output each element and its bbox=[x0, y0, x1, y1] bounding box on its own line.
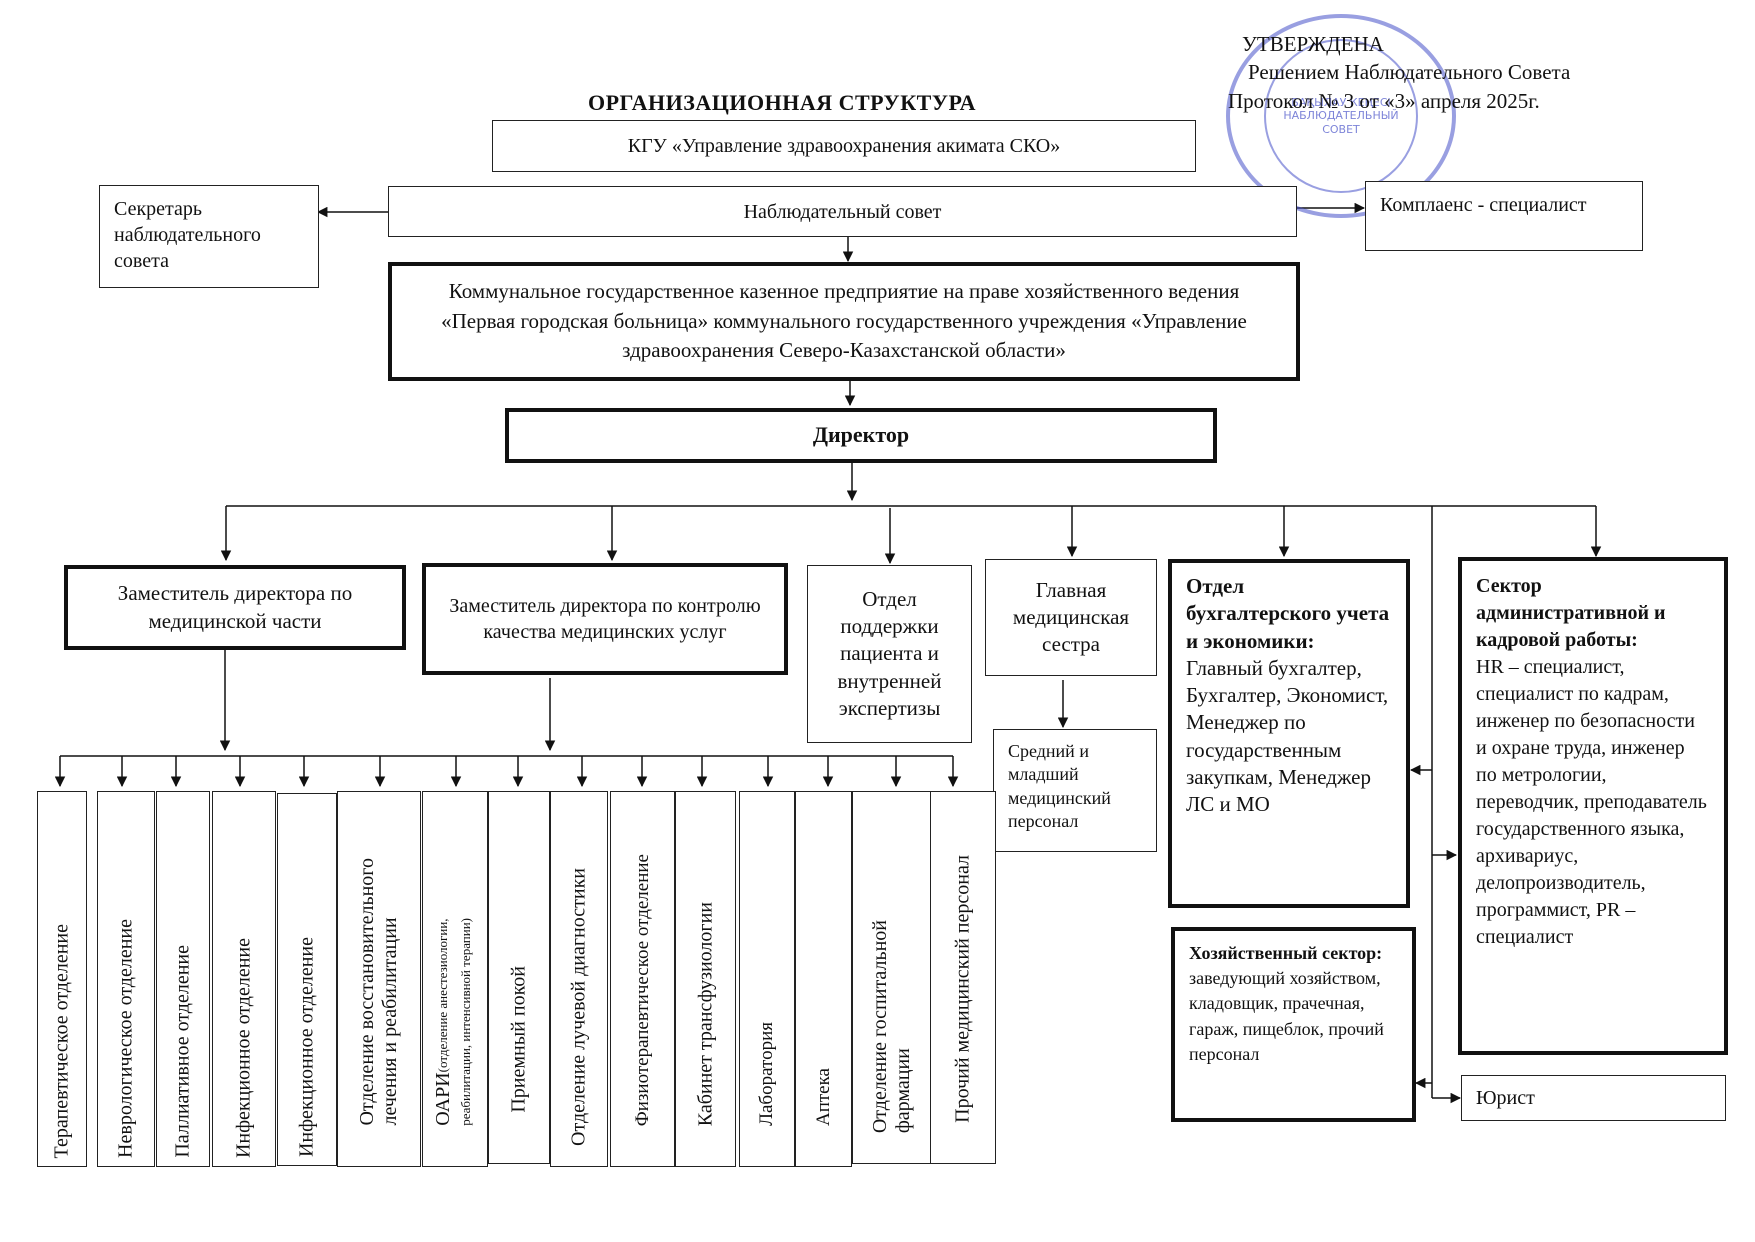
deputy-quality-box: Заместитель директора по контролю качест… bbox=[422, 563, 788, 675]
dept-other-medical: Прочий медицинский персонал bbox=[930, 791, 996, 1164]
dept-label: Терапевтическое отделение bbox=[50, 923, 73, 1158]
dept-transfusiology: Кабинет трансфузиологии bbox=[675, 791, 736, 1167]
dept-label-line-1: Отделение госпитальной bbox=[868, 919, 891, 1133]
accounting-body: Главный бухгалтер, Бухгалтер, Экономист,… bbox=[1186, 655, 1389, 817]
dept-label: Лаборатория bbox=[756, 1022, 778, 1126]
kgu-box: КГУ «Управление здравоохранения акимата … bbox=[492, 120, 1196, 172]
dept-palliative: Паллиативное отделение bbox=[156, 791, 210, 1167]
dept-label: Отделение восстановительного лечения и р… bbox=[356, 858, 402, 1126]
dept-label: Аптека bbox=[812, 1067, 834, 1126]
dept-label: Инфекционное отделение bbox=[232, 937, 255, 1158]
dept-label-main: ОАРИ bbox=[432, 1072, 454, 1126]
dept-admission: Приемный покой bbox=[488, 791, 550, 1164]
dept-therapy: Терапевтическое отделение bbox=[37, 791, 87, 1167]
dept-label: Физиотерапевтическое отделение bbox=[631, 853, 653, 1126]
dept-label: Отделение лучевой диагностики bbox=[567, 868, 590, 1146]
dept-label: Инфекционное отделение bbox=[295, 936, 318, 1157]
dept-neurology: Неврологическое отделение bbox=[97, 791, 155, 1167]
patient-support-box: Отдел поддержки пациента и внутренней эк… bbox=[807, 565, 972, 743]
dept-oari: ОАРИ(отделение анестезиологии, реабилита… bbox=[422, 791, 488, 1167]
dept-label-small-1: (отделение анестезиологии, bbox=[435, 918, 450, 1073]
head-nurse-box: Главная медицинская сестра bbox=[985, 559, 1157, 676]
official-seal-icon: БАҚЫЛАУ КЕҢЕСІ НАБЛЮДАТЕЛЬНЫЙ СОВЕТ bbox=[1226, 14, 1456, 218]
approval-line-1: УТВЕРЖДЕНА bbox=[1242, 32, 1384, 56]
dept-label: ОАРИ(отделение анестезиологии, реабилита… bbox=[432, 918, 478, 1126]
page-title: ОРГАНИЗАЦИОННАЯ СТРУКТУРА bbox=[588, 90, 976, 115]
director-box: Директор bbox=[505, 408, 1217, 463]
board-secretary-box: Секретарь наблюдательного совета bbox=[99, 185, 319, 288]
dept-label-line-2: фармации bbox=[891, 1047, 914, 1133]
seal-text-2: НАБЛЮДАТЕЛЬНЫЙ bbox=[1283, 109, 1399, 123]
seal-text-1: БАҚЫЛАУ КЕҢЕСІ bbox=[1291, 96, 1391, 110]
seal-text-3: СОВЕТ bbox=[1322, 122, 1360, 136]
dept-label-small-2: реабилитации, интенсивной терапии) bbox=[458, 918, 473, 1126]
approval-stamp: УТВЕРЖДЕНА Решением Наблюдательного Сове… bbox=[1228, 30, 1571, 115]
dept-label-line-2: лечения и реабилитации bbox=[379, 917, 401, 1126]
dept-physiotherapy: Физиотерапевтическое отделение bbox=[610, 791, 675, 1167]
deputy-medical-box: Заместитель директора по медицинской час… bbox=[64, 565, 406, 650]
dept-laboratory: Лаборатория bbox=[739, 791, 795, 1167]
household-body: заведующий хозяйством, кладовщик, прачеч… bbox=[1189, 968, 1384, 1064]
dept-label: Паллиативное отделение bbox=[171, 945, 194, 1158]
dept-radiology: Отделение лучевой диагностики bbox=[550, 791, 608, 1167]
accounting-box: Отдел бухгалтерского учета и экономики: … bbox=[1168, 559, 1410, 908]
dept-pharmacy: Аптека bbox=[795, 791, 852, 1167]
accounting-title: Отдел бухгалтерского учета и экономики: bbox=[1186, 574, 1390, 653]
dept-label-line-1: Отделение восстановительного bbox=[356, 858, 378, 1126]
admin-box: Сектор административной и кадровой работ… bbox=[1458, 557, 1728, 1055]
dept-label: Отделение госпитальной фармации bbox=[869, 920, 915, 1133]
dept-label: Прочий медицинский персонал bbox=[951, 855, 974, 1123]
lawyer-box: Юрист bbox=[1461, 1075, 1726, 1121]
admin-title: Сектор административной и кадровой работ… bbox=[1476, 575, 1666, 651]
enterprise-box: Коммунальное государственное казенное пр… bbox=[388, 262, 1300, 381]
dept-label: Неврологическое отделение bbox=[114, 919, 137, 1158]
admin-body: HR – специалист, специалист по кадрам, и… bbox=[1476, 656, 1707, 948]
supervisory-board-box: Наблюдательный совет bbox=[388, 186, 1297, 237]
dept-label: Приемный покой bbox=[507, 966, 530, 1113]
approval-line-2: Решением Наблюдательного Совета bbox=[1248, 60, 1571, 85]
dept-infectious-1: Инфекционное отделение bbox=[212, 791, 276, 1167]
household-title: Хозяйственный сектор: bbox=[1189, 943, 1383, 963]
household-box: Хозяйственный сектор: заведующий хозяйст… bbox=[1171, 927, 1416, 1122]
dept-hospital-pharmacy: Отделение госпитальной фармации bbox=[852, 791, 931, 1164]
seal-inner: БАҚЫЛАУ КЕҢЕСІ НАБЛЮДАТЕЛЬНЫЙ СОВЕТ bbox=[1264, 39, 1418, 193]
dept-rehabilitation: Отделение восстановительного лечения и р… bbox=[337, 791, 421, 1167]
director-label: Директор bbox=[812, 422, 910, 448]
approval-line-3: Протокол № 3 от «3» апреля 2025г. bbox=[1228, 88, 1540, 113]
dept-label: Кабинет трансфузиологии bbox=[694, 901, 716, 1126]
nursing-staff-box: Средний и младший медицинский персонал bbox=[993, 729, 1157, 852]
compliance-box: Комплаенс - специалист bbox=[1365, 181, 1643, 251]
dept-infectious-2: Инфекционное отделение bbox=[277, 793, 337, 1166]
